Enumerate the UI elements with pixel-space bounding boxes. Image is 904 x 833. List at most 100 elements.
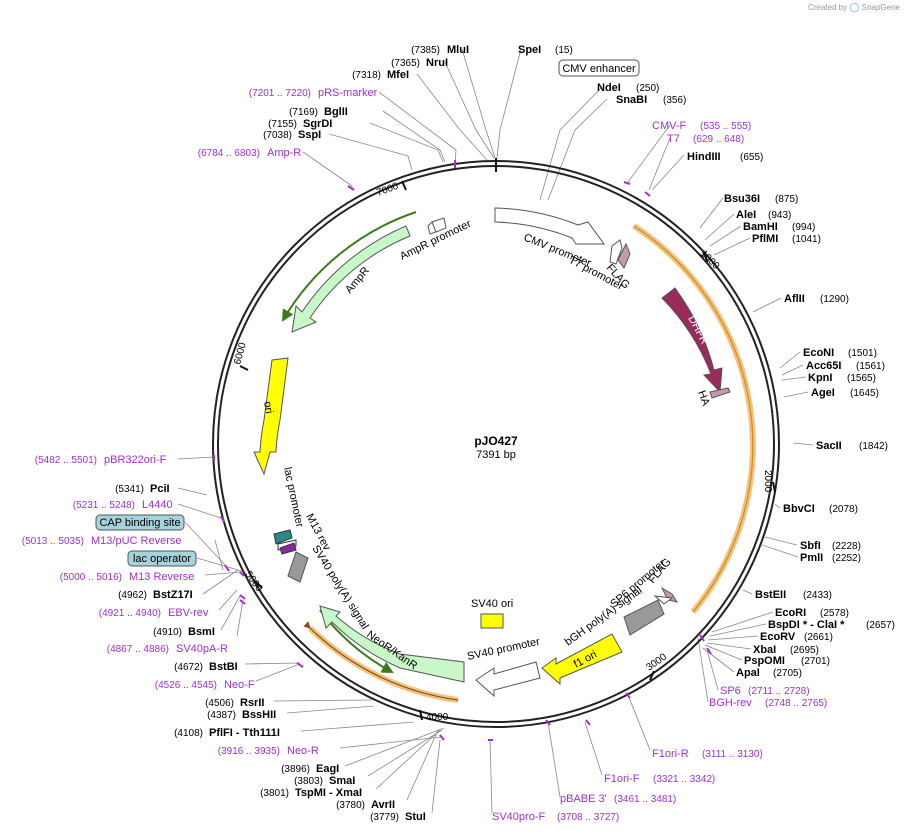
enzyme-name: ApaI — [736, 667, 760, 679]
dhfr-orf-line — [633, 225, 754, 613]
enzyme-coord: (875) — [775, 194, 798, 205]
flag-tag-2[interactable] — [660, 586, 679, 603]
enzyme-name: StuI — [405, 811, 426, 823]
enzyme-name: AvrII — [371, 799, 395, 811]
primer-name: SV40pA-R — [176, 643, 228, 655]
enzyme-name: PmlI — [800, 552, 823, 564]
primer-name: L4440 — [142, 499, 173, 511]
enzyme-coord: (943) — [768, 210, 791, 221]
enzyme-name: PflFI - Tth111I — [209, 727, 280, 739]
plasmid-length: 7391 bp — [476, 449, 516, 461]
primer-name: Neo-R — [287, 745, 319, 757]
flag-tag-1[interactable] — [617, 242, 631, 269]
primer-coord: (2748 .. 2765) — [765, 698, 827, 709]
primer-name: pBABE 3' — [560, 793, 607, 805]
enzyme-coord: (7038) — [263, 130, 292, 141]
primer-coord: (3321 .. 3342) — [653, 774, 715, 785]
t7-promoter-arrow[interactable] — [609, 239, 623, 265]
enzyme-coord: (7365) — [391, 58, 420, 69]
enzyme-coord: (4910) — [153, 627, 182, 638]
ha-label: HA — [695, 389, 712, 408]
enzyme-coord: (4387) — [207, 710, 236, 721]
neor-kanr-arrow[interactable] — [319, 605, 465, 683]
cap-site-box[interactable] — [273, 529, 293, 545]
neo-orf-line — [303, 621, 459, 701]
enzyme-name: AgeI — [811, 387, 835, 399]
ha-tag[interactable] — [709, 387, 731, 399]
enzyme-name: RsrII — [240, 697, 264, 709]
plasmid-name: pJO427 — [474, 434, 518, 448]
enzyme-name: Bsu36I — [724, 193, 760, 205]
enzyme-name: SspI — [298, 129, 321, 141]
enzyme-name: TspMI - XmaI — [295, 787, 362, 799]
primer-labels: (7201 .. 7220) pRS-marker (6784 .. 6803)… — [22, 87, 828, 823]
primer-name: M13 Reverse — [129, 571, 194, 583]
f1-ori-arrow[interactable] — [541, 633, 623, 686]
enzyme-coord: (7318) — [352, 70, 381, 81]
sv40-promoter-arrow[interactable] — [475, 661, 541, 698]
enzyme-coord: (4672) — [174, 662, 203, 673]
enzyme-coord: (3780) — [336, 800, 365, 811]
enzyme-name: SacII — [816, 440, 842, 452]
lac-promoter-label: lac promoter — [281, 466, 306, 529]
enzyme-name: XbaI — [753, 644, 776, 656]
ampr-promoter-arrow[interactable] — [427, 217, 447, 235]
enzyme-coord: (356) — [663, 95, 686, 106]
cmv-promoter-arrow[interactable] — [494, 207, 605, 245]
sv40-polya-box[interactable] — [287, 551, 309, 583]
credit-prefix: Created by — [808, 3, 848, 12]
ampr-arrow[interactable] — [291, 225, 411, 333]
dhfr-arrow[interactable] — [661, 287, 723, 394]
enzyme-name: BspDI * - ClaI * — [768, 619, 845, 631]
enzyme-name: BbvCI — [783, 503, 815, 515]
enzyme-name: SnaBI — [616, 94, 647, 106]
enzyme-name: MfeI — [387, 69, 409, 81]
primer-name: F1ori-R — [652, 748, 689, 760]
enzyme-coord: (2705) — [773, 668, 802, 679]
enzyme-name: BstZ17I — [153, 589, 193, 601]
sp6-promoter-arrow[interactable] — [653, 595, 674, 605]
sv40-ori-box[interactable] — [480, 613, 504, 629]
primer-name: F1ori-F — [604, 773, 640, 785]
enzyme-coord: (1041) — [792, 234, 821, 245]
enzyme-coord: (4962) — [118, 590, 147, 601]
primer-name: M13/pUC Reverse — [91, 535, 181, 547]
enzyme-name: SpeI — [518, 44, 541, 56]
enzyme-coord: (1565) — [847, 373, 876, 384]
primer-coord: (629 .. 648) — [693, 134, 744, 145]
primer-ticks — [213, 160, 712, 741]
primer-coord: (7201 .. 7220) — [249, 88, 311, 99]
primer-coord: (3111 .. 3130) — [702, 749, 763, 760]
enzyme-coord: (7155) — [268, 119, 297, 130]
enzyme-coord: (3896) — [281, 764, 310, 775]
enzyme-name: AleI — [736, 209, 756, 221]
tick-marks — [239, 158, 776, 721]
m13-rev-arrow[interactable] — [279, 542, 297, 555]
primer-coord: (5482 .. 5501) — [35, 455, 97, 466]
enzyme-coord: (1645) — [850, 388, 879, 399]
primer-name: SV40pro-F — [492, 811, 545, 823]
dhfr-orf-highlight — [632, 223, 756, 614]
enzyme-name: BssHII — [242, 709, 276, 721]
ori-arrow[interactable] — [253, 357, 289, 476]
primer-name: BGH-rev — [709, 697, 752, 709]
enzyme-coord: (994) — [792, 222, 815, 233]
enzyme-coord: (1842) — [859, 441, 888, 452]
enzyme-name: SmaI — [329, 775, 355, 787]
enzyme-name: EcoRI — [775, 607, 806, 619]
enzyme-coord: (2661) — [804, 632, 833, 643]
primer-name: EBV-rev — [168, 607, 209, 619]
enzyme-coord: (5341) — [115, 484, 144, 495]
enzyme-coord: (2228) — [832, 541, 861, 552]
lac-operator-box — [127, 550, 197, 567]
cap-binding-label: CAP binding site — [99, 517, 180, 529]
enzyme-coord: (1290) — [820, 294, 849, 305]
ampr-orf-line — [281, 211, 417, 322]
bgh-polya-box[interactable] — [623, 599, 665, 636]
enzyme-name: BsmI — [188, 626, 215, 638]
primer-coord: (5000 .. 5016) — [60, 572, 122, 583]
enzyme-name: EagI — [316, 763, 339, 775]
primer-coord: (535 .. 555) — [700, 121, 751, 132]
enzyme-name: Acc65I — [806, 360, 841, 372]
